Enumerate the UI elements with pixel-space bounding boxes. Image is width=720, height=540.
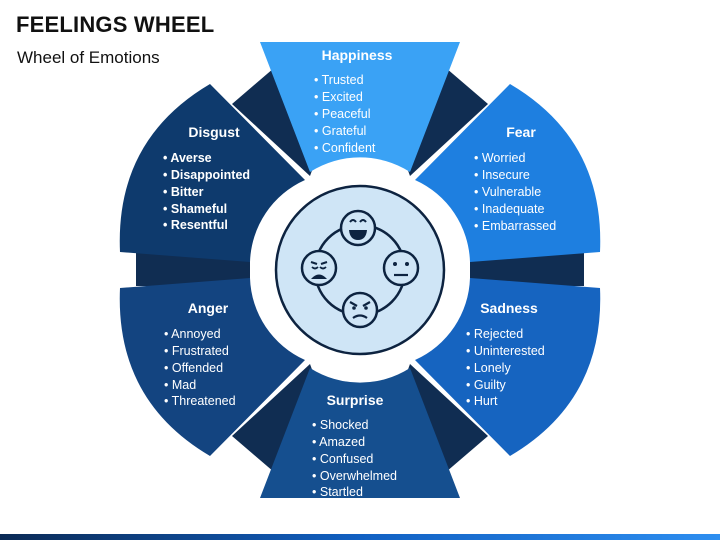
segment-item: • Insecure — [474, 168, 530, 182]
segment-item: • Lonely — [466, 361, 511, 375]
angry-face-icon — [341, 291, 379, 329]
segment-item: • Peaceful — [314, 107, 371, 121]
segment-item: • Startled — [312, 485, 363, 499]
segment-item: • Threatened — [164, 394, 236, 408]
segment-fear — [415, 84, 601, 262]
segment-title: Happiness — [322, 47, 393, 63]
segment-item: • Overwhelmed — [312, 469, 397, 483]
connector-fear-sadness — [470, 252, 584, 286]
segment-title: Fear — [506, 124, 536, 140]
bottom-accent-bar — [0, 534, 720, 540]
segment-surprise-text: Surprise • Shocked • Amazed • Confused •… — [312, 392, 397, 499]
segment-item: • Hurt — [466, 394, 498, 408]
smiling-face-icon — [339, 209, 377, 247]
segment-item: • Inadequate — [474, 202, 544, 216]
segment-item: • Embarrassed — [474, 219, 556, 233]
segment-item: • Shocked — [312, 418, 369, 432]
segment-fear-text: Fear • Worried • Insecure • Vulnerable •… — [474, 124, 556, 233]
segment-item: • Trusted — [314, 73, 364, 87]
segment-item: • Averse — [163, 151, 212, 165]
segment-item: • Resentful — [163, 218, 228, 232]
segment-title: Surprise — [327, 392, 384, 408]
center-disc — [274, 184, 446, 356]
connector-anger-disgust — [136, 252, 250, 286]
segment-title: Disgust — [188, 124, 240, 140]
sad-face-icon — [300, 249, 338, 287]
segment-item: • Excited — [314, 90, 363, 104]
segment-item: • Annoyed — [164, 327, 221, 341]
page-subtitle: Wheel of Emotions — [17, 48, 160, 67]
segment-item: • Disappointed — [163, 168, 250, 182]
page-title: FEELINGS WHEEL — [16, 12, 215, 37]
segment-sadness — [415, 278, 601, 456]
segment-item: • Bitter — [163, 185, 204, 199]
segment-item: • Rejected — [466, 327, 523, 341]
segment-happiness-text: Happiness • Trusted • Excited • Peaceful… — [314, 47, 393, 155]
segment-disgust — [119, 84, 305, 262]
segment-happiness — [260, 42, 460, 172]
segment-disgust-text: Disgust • Averse • Disappointed • Bitter… — [163, 124, 250, 232]
segment-item: • Guilty — [466, 378, 507, 392]
segment-title: Anger — [188, 300, 229, 316]
neutral-face-icon — [382, 249, 420, 287]
segment-item: • Grateful — [314, 124, 366, 138]
segment-anger — [119, 278, 305, 456]
segment-item: • Uninterested — [466, 344, 545, 358]
segment-item: • Frustrated — [164, 344, 229, 358]
segment-item: • Mad — [164, 378, 196, 392]
segment-item: • Shameful — [163, 202, 227, 216]
segment-item: • Offended — [164, 361, 223, 375]
segment-item: • Amazed — [312, 435, 365, 449]
segment-sadness-text: Sadness • Rejected • Uninterested • Lone… — [466, 300, 545, 408]
segment-item: • Vulnerable — [474, 185, 541, 199]
segment-item: • Confused — [312, 452, 373, 466]
segment-title: Sadness — [480, 300, 538, 316]
segment-item: • Worried — [474, 151, 525, 165]
segment-surprise — [260, 368, 460, 498]
segment-item: • Confident — [314, 141, 376, 155]
segment-anger-text: Anger • Annoyed • Frustrated • Offended … — [164, 300, 236, 408]
